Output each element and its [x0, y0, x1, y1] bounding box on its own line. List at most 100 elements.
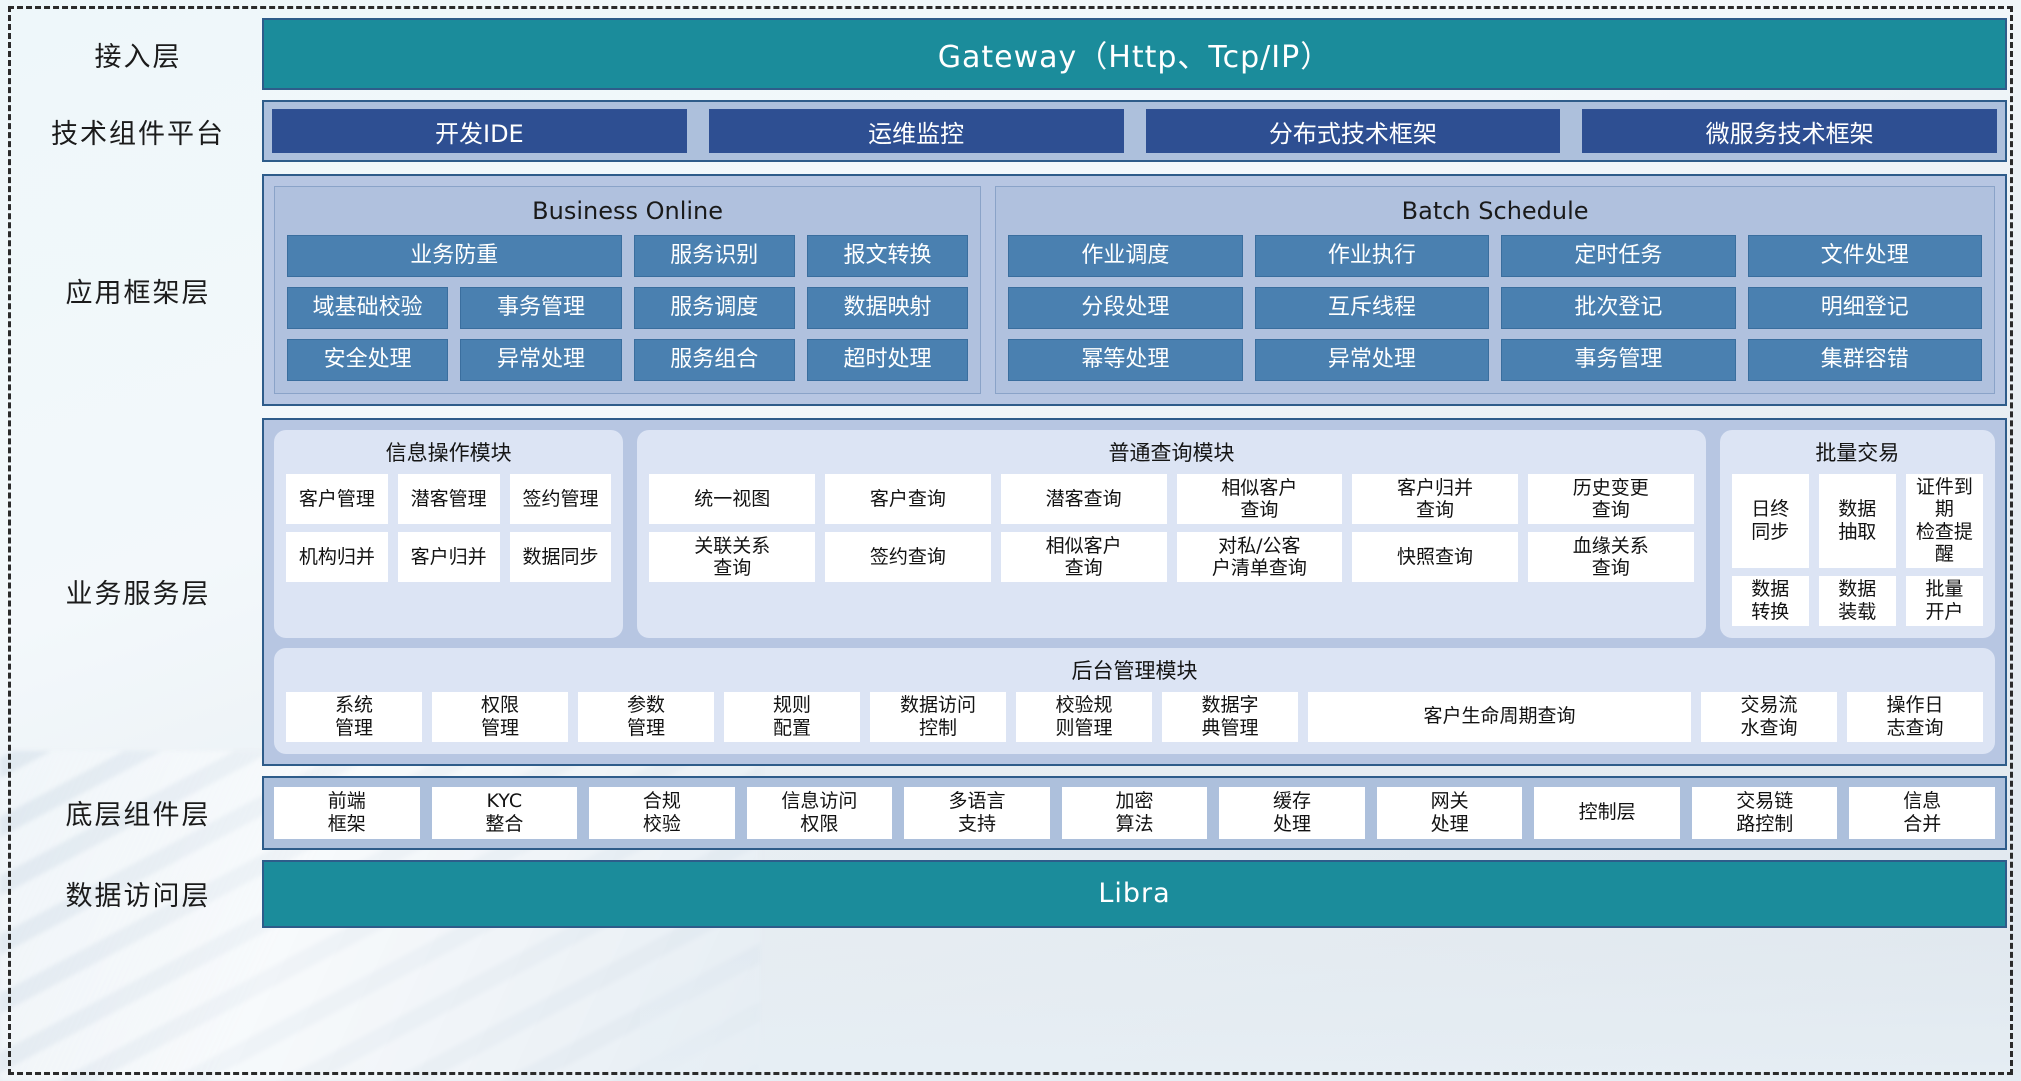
libra-bar[interactable]: Libra — [262, 859, 2007, 928]
bo-cell-报文转换[interactable]: 报文转换 — [806, 235, 969, 277]
grid-common-query: 统一视图客户查询潜客查询相似客户查询客户归并查询历史变更查询关联关系查询签约查询… — [649, 474, 1694, 582]
query-cell-客户查询[interactable]: 客户查询 — [825, 474, 991, 524]
bs-cell-互斥线程[interactable]: 互斥线程 — [1254, 287, 1490, 329]
module-back-office: 后台管理模块 系统管理权限管理参数管理规则配置数据访问控制校验规则管理数据字典管… — [274, 647, 1995, 754]
bo-cell-事务管理[interactable]: 事务管理 — [460, 287, 622, 329]
query-cell-客户归并-查询[interactable]: 客户归并查询 — [1352, 474, 1518, 524]
back-cell-交易流-水查询[interactable]: 交易流水查询 — [1701, 691, 1837, 742]
tech-item-distributed[interactable]: 分布式技术框架 — [1145, 109, 1561, 153]
batch-cell-证件到期-检查提醒[interactable]: 证件到期检查提醒 — [1905, 474, 1983, 568]
bs-cell-异常处理[interactable]: 异常处理 — [1254, 339, 1490, 381]
layer-business-service: 业务服务层 信息操作模块 客户管理潜客管理签约管理机构归并客户归并数据同步 普通… — [14, 418, 2007, 766]
app-framework-band: Business Online 业务防重服务识别报文转换域基础校验事务管理服务调… — [262, 174, 2007, 406]
module-title-common-query: 普通查询模块 — [1108, 441, 1235, 465]
base-cell-合规-校验[interactable]: 合规校验 — [589, 786, 735, 839]
bo-cell-安全处理[interactable]: 安全处理 — [287, 339, 449, 381]
query-cell-历史变更-查询[interactable]: 历史变更查询 — [1527, 474, 1694, 524]
back-cell-操作日-志查询[interactable]: 操作日志查询 — [1847, 691, 1983, 742]
info-cell-数据同步[interactable]: 数据同步 — [509, 532, 612, 582]
business-service-top-row: 信息操作模块 客户管理潜客管理签约管理机构归并客户归并数据同步 普通查询模块 统… — [274, 430, 1995, 638]
base-cell-交易链-路控制[interactable]: 交易链路控制 — [1691, 786, 1838, 839]
module-info-operation: 信息操作模块 客户管理潜客管理签约管理机构归并客户归并数据同步 — [274, 430, 624, 638]
gateway-bar[interactable]: Gateway（Http、Tcp/IP） — [262, 18, 2007, 90]
back-cell-系统-管理[interactable]: 系统管理 — [286, 691, 422, 742]
base-cell-前端-框架[interactable]: 前端框架 — [274, 786, 420, 839]
back-cell-客户生命周期查询[interactable]: 客户生命周期查询 — [1308, 691, 1691, 742]
business-service-bottom-row: 后台管理模块 系统管理权限管理参数管理规则配置数据访问控制校验规则管理数据字典管… — [274, 647, 1995, 754]
bs-cell-幂等处理[interactable]: 幂等处理 — [1008, 339, 1243, 381]
batch-cell-数据-抽取[interactable]: 数据抽取 — [1818, 474, 1896, 568]
back-cell-权限-管理[interactable]: 权限管理 — [432, 691, 568, 742]
bs-cell-集群容错[interactable]: 集群容错 — [1747, 339, 1982, 381]
tech-item-ide[interactable]: 开发IDE — [272, 109, 687, 153]
query-cell-对私-公客-户清单查询[interactable]: 对私/公客户清单查询 — [1176, 532, 1343, 582]
layer-label-base-component: 底层组件层 — [65, 800, 211, 832]
query-cell-相似客户-查询[interactable]: 相似客户查询 — [1000, 532, 1167, 582]
bo-cell-业务防重[interactable]: 业务防重 — [287, 235, 622, 277]
info-cell-签约管理[interactable]: 签约管理 — [509, 474, 612, 524]
query-cell-统一视图[interactable]: 统一视图 — [649, 474, 816, 524]
tech-platform-band: 开发IDE 运维监控 分布式技术框架 微服务技术框架 — [262, 100, 2007, 162]
query-cell-相似客户-查询[interactable]: 相似客户查询 — [1176, 474, 1343, 524]
base-cell-加密-算法[interactable]: 加密算法 — [1061, 786, 1208, 839]
module-title-batch-transaction: 批量交易 — [1815, 441, 1900, 465]
grid-batch-schedule: 作业调度作业执行定时任务文件处理分段处理互斥线程批次登记明细登记幂等处理异常处理… — [1008, 235, 1982, 381]
info-cell-机构归并[interactable]: 机构归并 — [286, 532, 388, 582]
info-cell-客户归并[interactable]: 客户归并 — [397, 532, 500, 582]
panel-business-online: Business Online 业务防重服务识别报文转换域基础校验事务管理服务调… — [274, 186, 982, 394]
info-cell-潜客管理[interactable]: 潜客管理 — [397, 474, 500, 524]
back-cell-规则-配置[interactable]: 规则配置 — [724, 691, 860, 742]
bs-cell-批次登记[interactable]: 批次登记 — [1501, 287, 1736, 329]
bo-cell-服务调度[interactable]: 服务调度 — [633, 287, 795, 329]
query-cell-签约查询[interactable]: 签约查询 — [825, 532, 991, 582]
back-cell-数据访问-控制[interactable]: 数据访问控制 — [870, 691, 1006, 742]
module-common-query: 普通查询模块 统一视图客户查询潜客查询相似客户查询客户归并查询历史变更查询关联关… — [637, 430, 1706, 638]
query-cell-快照查询[interactable]: 快照查询 — [1352, 532, 1518, 582]
base-cell-信息-合并[interactable]: 信息合并 — [1849, 786, 1996, 839]
base-cell-控制层[interactable]: 控制层 — [1534, 786, 1680, 839]
module-title-back-office: 后台管理模块 — [1071, 658, 1198, 683]
bs-cell-作业执行[interactable]: 作业执行 — [1254, 235, 1490, 277]
grid-back-office: 系统管理权限管理参数管理规则配置数据访问控制校验规则管理数据字典管理客户生命周期… — [286, 691, 1983, 742]
layer-tech-platform: 技术组件平台 开发IDE 运维监控 分布式技术框架 微服务技术框架 — [14, 100, 2007, 162]
layer-label-tech-platform: 技术组件平台 — [51, 118, 225, 150]
batch-cell-批量-开户[interactable]: 批量开户 — [1905, 575, 1983, 626]
panel-title-business-online: Business Online — [532, 197, 724, 225]
base-cell-信息访问-权限[interactable]: 信息访问权限 — [746, 786, 893, 839]
tech-item-ops-monitor[interactable]: 运维监控 — [708, 109, 1124, 153]
base-cell-网关-处理[interactable]: 网关处理 — [1376, 786, 1523, 839]
bs-cell-分段处理[interactable]: 分段处理 — [1008, 287, 1243, 329]
grid-business-online: 业务防重服务识别报文转换域基础校验事务管理服务调度数据映射安全处理异常处理服务组… — [287, 235, 969, 381]
query-cell-血缘关系-查询[interactable]: 血缘关系查询 — [1527, 532, 1694, 582]
bo-cell-数据映射[interactable]: 数据映射 — [806, 287, 969, 329]
bs-cell-文件处理[interactable]: 文件处理 — [1747, 235, 1982, 277]
tech-item-microservice[interactable]: 微服务技术框架 — [1582, 109, 1997, 153]
bo-cell-异常处理[interactable]: 异常处理 — [460, 339, 622, 381]
back-cell-校验规-则管理[interactable]: 校验规则管理 — [1016, 691, 1152, 742]
bo-cell-服务组合[interactable]: 服务组合 — [633, 339, 795, 381]
batch-cell-数据-装载[interactable]: 数据装载 — [1818, 575, 1896, 626]
grid-info-operation: 客户管理潜客管理签约管理机构归并客户归并数据同步 — [286, 474, 612, 582]
base-cell-缓存-处理[interactable]: 缓存处理 — [1219, 786, 1365, 839]
bs-cell-事务管理[interactable]: 事务管理 — [1501, 339, 1736, 381]
batch-cell-数据-转换[interactable]: 数据转换 — [1731, 575, 1809, 626]
back-cell-数据字-典管理[interactable]: 数据字典管理 — [1162, 691, 1298, 742]
base-cell-多语言-支持[interactable]: 多语言支持 — [904, 786, 1050, 839]
query-cell-关联关系-查询[interactable]: 关联关系查询 — [649, 532, 816, 582]
bs-cell-作业调度[interactable]: 作业调度 — [1008, 235, 1243, 277]
bo-cell-域基础校验[interactable]: 域基础校验 — [287, 287, 449, 329]
bo-cell-服务识别[interactable]: 服务识别 — [633, 235, 795, 277]
bo-cell-超时处理[interactable]: 超时处理 — [806, 339, 969, 381]
module-batch-transaction: 批量交易 日终同步数据抽取证件到期检查提醒数据转换数据装载批量开户 — [1719, 430, 1995, 638]
back-cell-参数-管理[interactable]: 参数管理 — [578, 691, 714, 742]
layer-label-access: 接入层 — [94, 41, 182, 73]
query-cell-潜客查询[interactable]: 潜客查询 — [1000, 474, 1167, 524]
bs-cell-明细登记[interactable]: 明细登记 — [1747, 287, 1982, 329]
bs-cell-定时任务[interactable]: 定时任务 — [1501, 235, 1736, 277]
info-cell-客户管理[interactable]: 客户管理 — [286, 474, 388, 524]
batch-cell-日终-同步[interactable]: 日终同步 — [1731, 474, 1809, 568]
